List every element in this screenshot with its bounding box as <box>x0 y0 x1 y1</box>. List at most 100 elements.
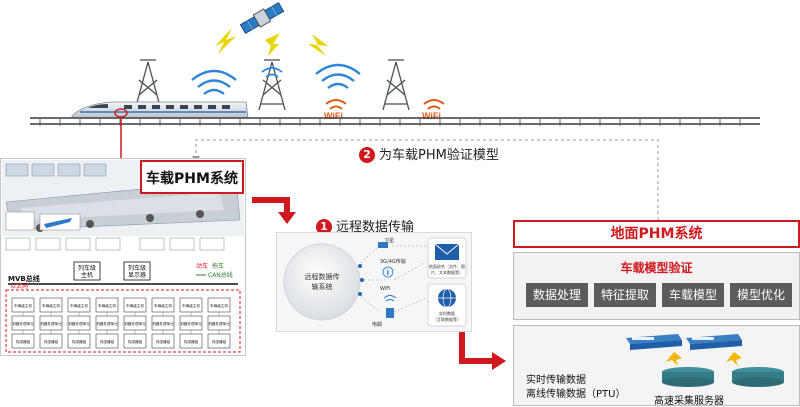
vehicle-grid-cell <box>39 333 63 349</box>
storage-disk-icon <box>732 367 784 387</box>
wifi-hotspot-icon: WiFi <box>422 99 445 121</box>
svg-text:列车级: 列车级 <box>128 264 146 272</box>
download-arrow-icon <box>666 352 682 366</box>
vehicle-grid-cell-label: 传感器组 <box>16 339 31 344</box>
vehicle-grid-cell-label: 机器处理单元 <box>180 321 202 326</box>
device-icon <box>386 308 394 318</box>
model-optimization-block: 模型优化 <box>730 283 792 307</box>
vehicle-grid-cell <box>207 333 231 349</box>
vehicle-grid-cell <box>95 333 119 349</box>
step-2-number: 2 <box>359 147 375 163</box>
server-rack-icon <box>686 334 742 350</box>
vehicle-grid-cell <box>67 333 91 349</box>
download-arrow-icon <box>726 352 742 366</box>
vehicle-grid-cell <box>179 333 203 349</box>
ethernet-label: 以太网 <box>10 282 28 290</box>
data-processing-block: 数据处理 <box>526 283 588 307</box>
legend-label: 拖车 <box>212 262 224 270</box>
step-1-label: 1 远程数据传输 <box>316 216 414 235</box>
card2-line1: 实时数据 <box>439 310 455 316</box>
model-verification-title: 车载模型验证 <box>620 261 693 275</box>
vehicle-grid-cell-label: 传感器组 <box>72 339 87 344</box>
vehicle-grid-cell-label: 机器处理单元 <box>68 321 90 326</box>
wifi-label: WiFi <box>422 111 441 121</box>
step-1-text: 远程数据传输 <box>336 220 415 235</box>
vehicle-grid-cell-label: 传感器组 <box>44 339 59 344</box>
card2-line2: （互联数据等） <box>433 316 461 322</box>
red-arrow <box>459 328 506 370</box>
ground-phm-title: 地面PHM系统 <box>513 220 800 248</box>
step-1-number: 1 <box>316 219 332 235</box>
lightning-icon <box>215 28 236 54</box>
vehicle-grid-cell <box>151 333 175 349</box>
satellite-icon <box>239 1 285 35</box>
red-arrow <box>252 197 296 224</box>
satellite-icon <box>378 242 388 248</box>
wireless-signal-icon <box>315 63 361 89</box>
lightning-icon <box>308 34 328 56</box>
vehicle-grid-cell-label: 传感器组 <box>184 339 199 344</box>
vehicle-grid-cell-label: 机器处理单元 <box>40 321 62 326</box>
storage-disk-icon <box>662 367 714 387</box>
wifi-label: WiFi <box>324 111 343 121</box>
card1-line1: 地面综合（文件、图 <box>429 263 465 269</box>
vehicle-grid-cell-label: 车辆级主机 <box>126 303 144 308</box>
vehicle-grid-cell-label: 机器处理单元 <box>96 321 118 326</box>
vehicle-grid-cell-label: 车辆级主机 <box>98 303 116 308</box>
vehicle-grid-cell-label: 机器处理单元 <box>12 321 34 326</box>
mail-icon <box>434 243 460 260</box>
step-2-text: 为车载PHM验证模型 <box>379 148 499 163</box>
vehicle-grid-cell <box>11 333 35 349</box>
transmission-label-wifi: WiFi <box>380 286 390 292</box>
signal-tower-icon <box>382 59 410 111</box>
svg-text:显示器: 显示器 <box>128 272 146 279</box>
vehicle-grid-cell-label: 车辆级主机 <box>210 303 228 308</box>
step-2-label: 2 为车载PHM验证模型 <box>359 144 499 163</box>
wifi-hotspot-icon: WiFi <box>324 99 347 121</box>
lightning-icon <box>265 33 280 56</box>
wifi-icon <box>261 67 283 78</box>
legend-label: 动车 <box>196 262 208 270</box>
vehicle-grid-cell <box>123 333 147 349</box>
remote-transmission-panel: 远程数据传 输系统 卫星 3G/4G传输 WiFi 电邮 i 地面综合（文件、图… <box>276 232 472 332</box>
card1-line2: 片、文本数据等） <box>431 269 463 275</box>
car-module-box: 列车级 主机 <box>73 261 101 281</box>
vehicle-grid-cell-label: 传感器组 <box>100 339 115 344</box>
transmission-label-3g4g: 3G/4G传输 <box>380 258 406 265</box>
server-rack-icon <box>626 334 682 350</box>
car-module-box: 列车级 显示器 <box>123 261 151 281</box>
vehicle-grid-cell-label: 车辆级主机 <box>70 303 88 308</box>
svg-text:主机: 主机 <box>81 271 93 279</box>
feature-extraction-block: 特征提取 <box>594 283 656 307</box>
vehicle-grid-cell-label: 车辆级主机 <box>154 303 172 308</box>
high-speed-train <box>71 101 249 119</box>
transmission-center-line2: 输系统 <box>312 282 333 291</box>
data-storage-box: 实时传输数据 离线传输数据（PTU） <box>513 325 800 407</box>
vehicle-grid-cell-label: 机器处理单元 <box>208 321 230 326</box>
can-bus-label: CAN总线 <box>208 271 233 279</box>
vehicle-grid-cell-label: 车辆级主机 <box>14 303 32 308</box>
onboard-model-block: 车载模型 <box>662 283 724 307</box>
vehicle-grid-cell-label: 车辆级主机 <box>42 303 60 308</box>
wifi-icon <box>383 295 397 302</box>
signal-tower-icon <box>258 59 286 111</box>
model-verification-box: 车载模型验证 数据处理 特征提取 车载模型 模型优化 <box>513 252 800 320</box>
info-icon <box>382 266 394 278</box>
vehicle-grid-cell-label: 车辆级主机 <box>182 303 200 308</box>
vehicle-grid-cell-label: 机器处理单元 <box>152 321 174 326</box>
storage-realtime-text: 实时传输数据 <box>526 375 586 386</box>
transmission-center-line1: 远程数据传 <box>305 272 340 281</box>
communication-scene: WiFi WiFi <box>30 1 760 126</box>
server-illustration <box>626 334 784 387</box>
svg-text:i: i <box>387 269 389 277</box>
wireless-signal-icon <box>191 69 237 95</box>
transmission-label-email: 电邮 <box>372 321 382 328</box>
vehicle-grid-cell-label: 传感器组 <box>156 339 171 344</box>
vehicle-grid-cell-label: 机器处理单元 <box>124 321 146 326</box>
vehicle-grid-cell-label: 传感器组 <box>212 339 227 344</box>
vehicle-grid-cell-label: 传感器组 <box>128 339 143 344</box>
onboard-phm-title: 车载PHM系统 <box>140 160 244 194</box>
vehicle-grid: 车辆级主机机器处理单元传感器组车辆级主机机器处理单元传感器组车辆级主机机器处理单… <box>11 297 231 349</box>
